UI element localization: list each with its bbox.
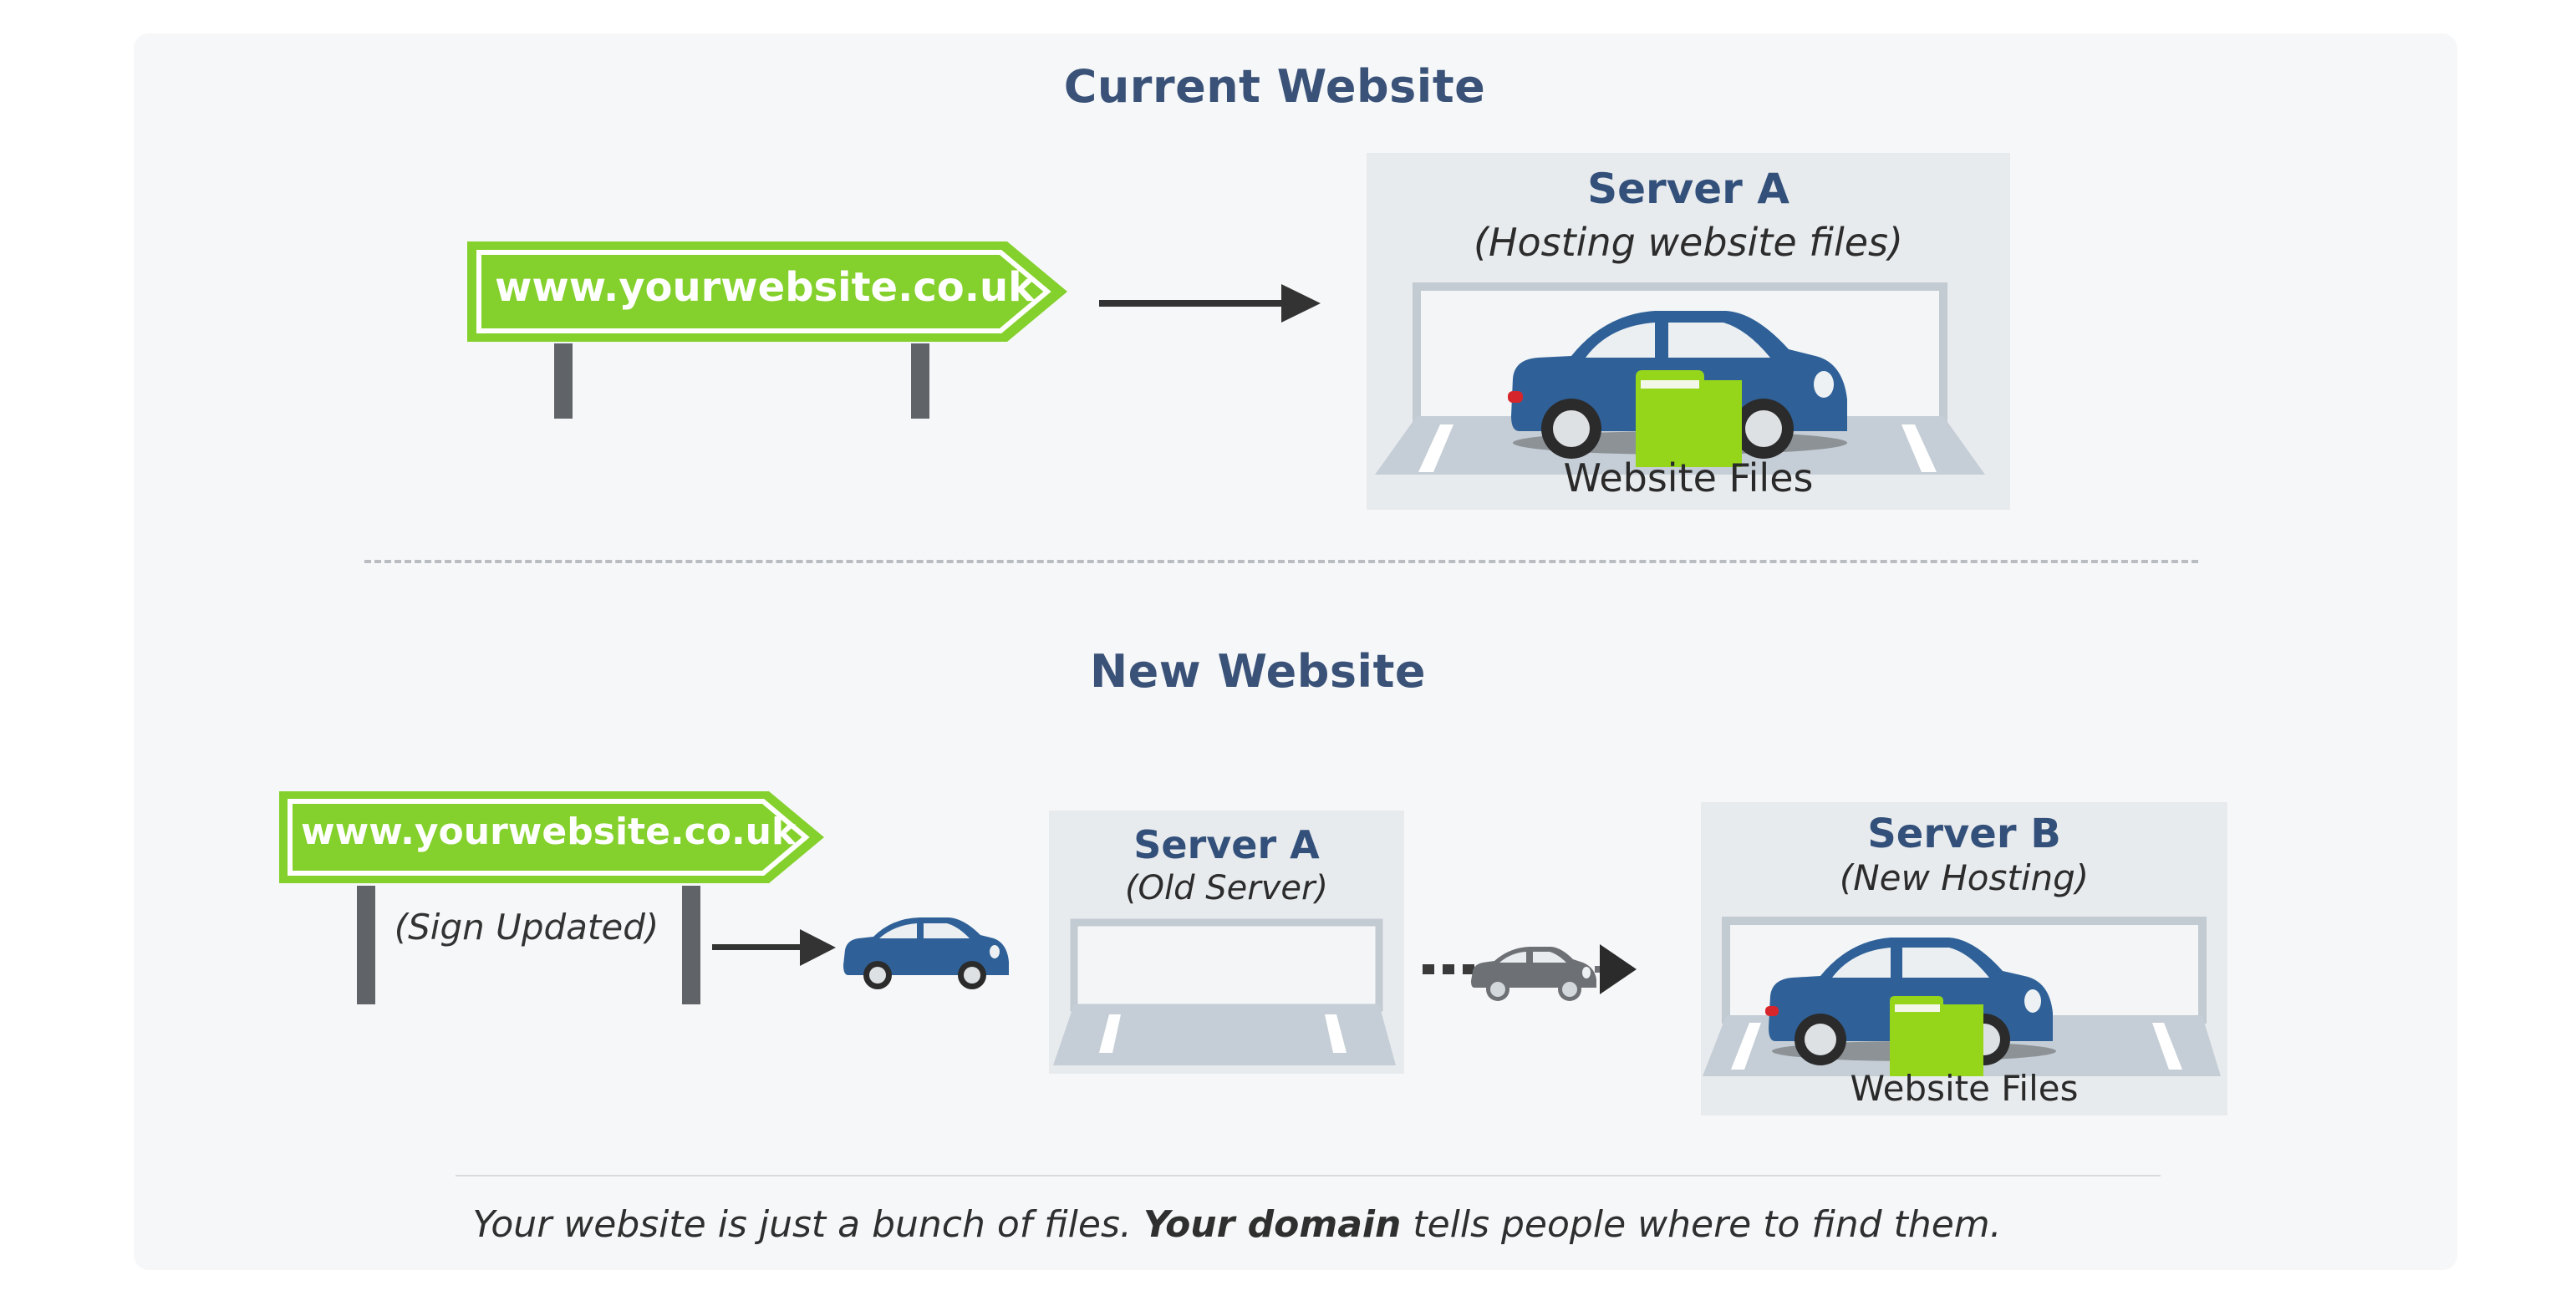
new-website-title: New Website xyxy=(1089,645,1427,698)
website-files-label: Website Files xyxy=(1563,455,1814,501)
signboard-shape xyxy=(467,241,1067,342)
current-website-title: Current Website xyxy=(1063,60,1486,113)
caption-part1: Your website is just a bunch of files. xyxy=(472,1203,1132,1246)
section-divider xyxy=(364,560,2198,563)
car-icon xyxy=(843,917,1009,989)
folder-icon xyxy=(1890,996,1983,1076)
server-a-current: Server A (Hosting website files) Website… xyxy=(1367,153,2010,510)
server-subtitle: (Hosting website files) xyxy=(1474,220,1903,265)
sign-domain-label: www.yourwebsite.co.uk xyxy=(301,811,797,853)
server-name: Server A xyxy=(1587,165,1789,213)
caption-separator xyxy=(456,1175,2161,1177)
server-name: Server B xyxy=(1867,811,2061,857)
server-name: Server A xyxy=(1133,822,1320,867)
caption-domain-emphasis: Your domain xyxy=(1143,1203,1402,1246)
sign-post-left xyxy=(357,886,375,1004)
caption: Your website is just a bunch of files. Y… xyxy=(472,1203,2001,1246)
server-subtitle: (New Hosting) xyxy=(1839,857,2090,898)
car-moving-icon xyxy=(1471,947,1596,1001)
sign-updated-note: (Sign Updated) xyxy=(394,907,659,948)
caption-part3: tells people where to find them. xyxy=(1413,1203,2002,1246)
arrow-right-icon xyxy=(712,929,836,966)
migration-arrow-icon xyxy=(1423,944,1637,994)
server-a-old: Server A (Old Server) xyxy=(1049,811,1404,1074)
website-files-label: Website Files xyxy=(1850,1068,2079,1109)
sign-post-right xyxy=(911,343,929,419)
sign-post-right xyxy=(682,886,700,1004)
server-b-new: Server B (New Hosting) Website Files xyxy=(1701,802,2227,1116)
folder-icon xyxy=(1636,370,1742,467)
signboard-shape xyxy=(279,791,824,883)
arrow-right-icon xyxy=(1099,284,1321,323)
server-subtitle: (Old Server) xyxy=(1124,869,1329,907)
sign-domain-label: www.yourwebsite.co.uk xyxy=(495,264,1036,311)
empty-parking-bay-icon xyxy=(1053,918,1396,1065)
sign-post-left xyxy=(554,343,573,419)
